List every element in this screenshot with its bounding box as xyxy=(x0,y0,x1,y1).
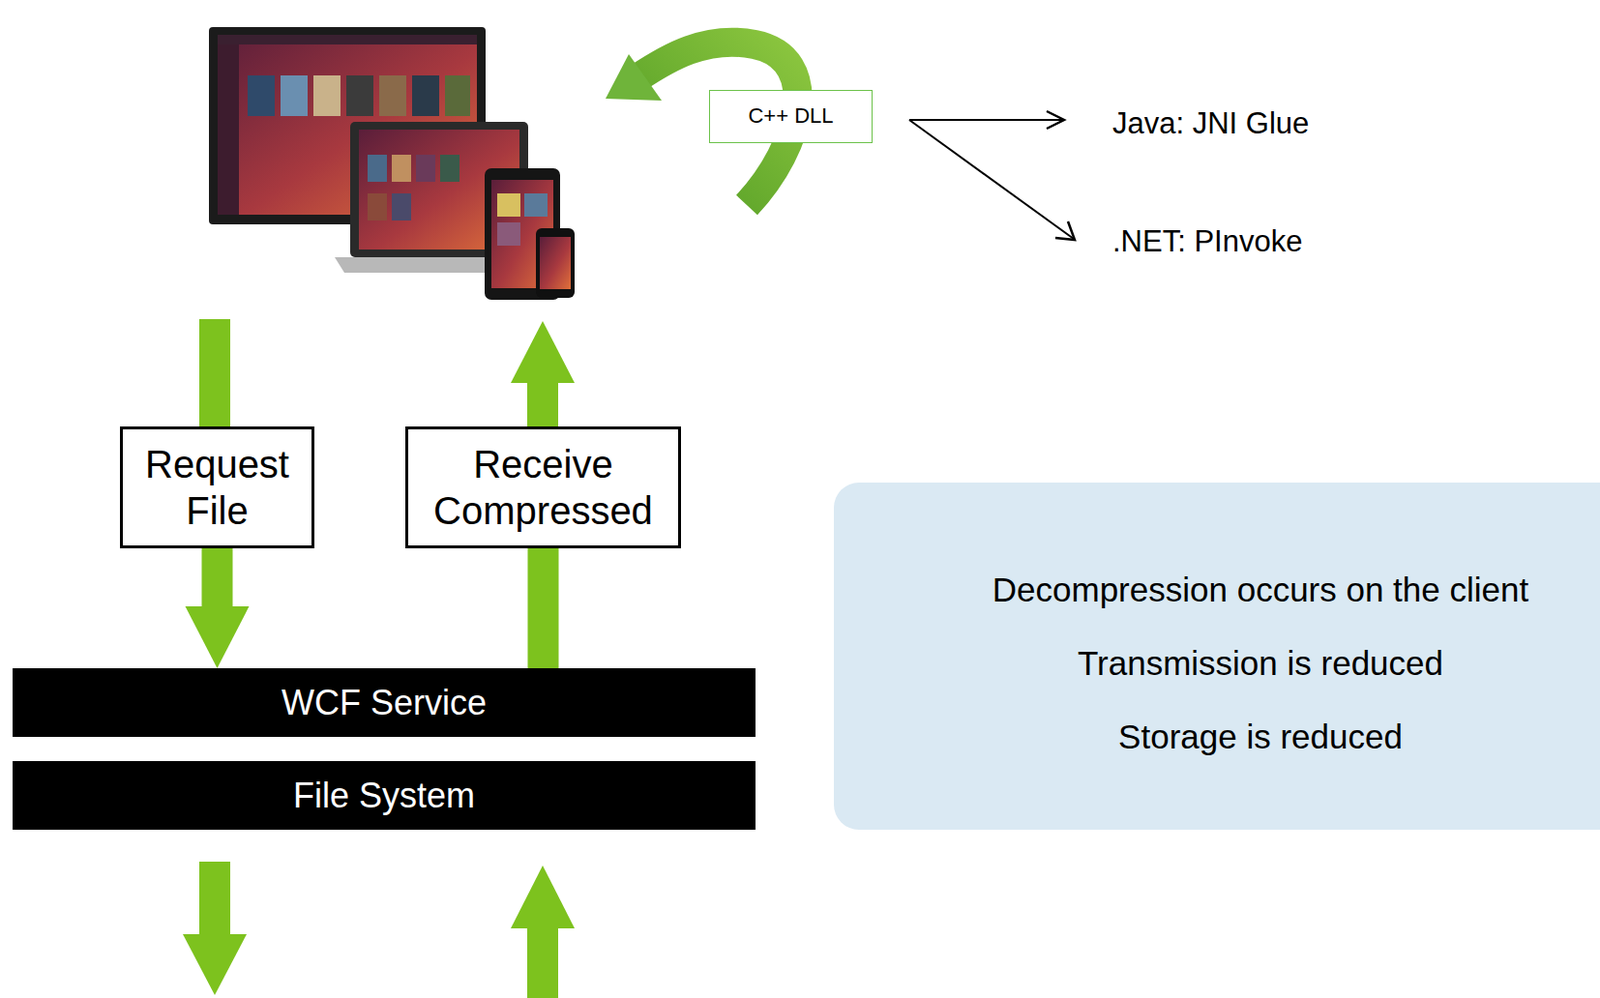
phone-frame xyxy=(535,228,575,298)
leader-line xyxy=(909,118,1063,121)
tile xyxy=(440,154,460,182)
arrow-shaft xyxy=(528,548,560,669)
flow-arrow xyxy=(185,548,250,669)
service-band: WCF Service xyxy=(12,668,756,738)
filesystem-band: File System xyxy=(12,761,756,830)
arrow-head xyxy=(185,606,250,669)
arrow-head xyxy=(510,321,575,384)
poster xyxy=(412,75,440,117)
arrow-shaft xyxy=(199,861,231,936)
poster xyxy=(247,75,275,117)
annotation-label: .NET: PInvoke xyxy=(1112,223,1303,260)
box-text: C++ DLL xyxy=(747,103,833,129)
label-slot: .NET: PInvoke xyxy=(1112,223,1303,260)
arrow-shaft xyxy=(199,319,231,427)
flow-arrow xyxy=(528,548,560,669)
tile xyxy=(497,193,521,217)
tile xyxy=(367,193,387,221)
tile xyxy=(391,193,412,221)
tile xyxy=(391,154,412,182)
arrow-head xyxy=(510,865,575,929)
tv-topbar xyxy=(217,34,477,45)
tile xyxy=(415,154,436,182)
process-box: Receive Compressed xyxy=(405,426,682,549)
poster xyxy=(444,75,471,117)
arrow-shaft xyxy=(527,927,559,998)
dll-box: C++ DLL xyxy=(709,89,873,144)
tile xyxy=(367,154,387,182)
box-text: Receive Compressed xyxy=(414,441,673,534)
annotation-label: Java: JNI Glue xyxy=(1112,105,1309,142)
tile xyxy=(497,222,521,246)
leader-line xyxy=(909,119,1074,239)
label-slot: Java: JNI Glue xyxy=(1112,105,1309,142)
arrowhead xyxy=(1055,221,1075,240)
arrow-head xyxy=(182,934,247,996)
box-text: Request File xyxy=(128,441,306,534)
arrow-shaft xyxy=(202,548,234,608)
box-text: File System xyxy=(293,774,475,817)
text-row: Decompression occurs on the client xyxy=(833,553,1600,627)
tile xyxy=(524,193,548,217)
box-text: WCF Service xyxy=(281,681,487,724)
text-row: Storage is reduced xyxy=(833,700,1600,774)
note-text: Transmission is reduced xyxy=(1077,626,1444,701)
tv-sidebar xyxy=(217,44,239,215)
process-box: Request File xyxy=(119,426,315,549)
poster xyxy=(379,75,407,117)
poster xyxy=(313,75,341,117)
arrowhead xyxy=(1046,111,1065,129)
note-text: Decompression occurs on the client xyxy=(992,553,1529,627)
poster xyxy=(280,75,308,117)
phone-screen xyxy=(539,237,571,290)
note-panel: Decompression occurs on the clientTransm… xyxy=(833,482,1600,830)
note-text: Storage is reduced xyxy=(1118,700,1403,774)
curved-arrow-head xyxy=(605,54,662,101)
poster xyxy=(346,75,374,117)
text-row: Transmission is reduced xyxy=(833,626,1600,701)
arrow-shaft xyxy=(527,382,559,427)
